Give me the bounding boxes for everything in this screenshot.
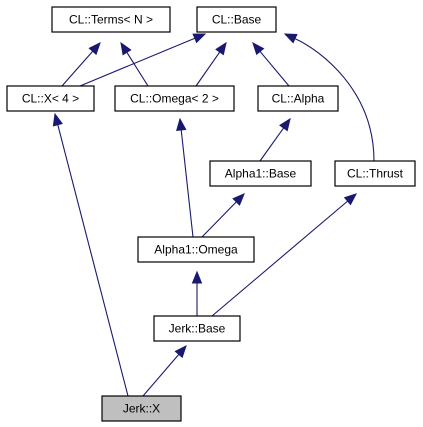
class-box xyxy=(51,6,171,33)
class-label: Jerk::X xyxy=(123,402,160,416)
class-node-cl-x4[interactable]: CL::X< 4 > xyxy=(6,85,95,112)
class-label: CL::Alpha xyxy=(272,92,325,106)
inheritance-edge-jerk_x-to-jerk_base xyxy=(142,344,187,397)
class-label: CL::Thrust xyxy=(347,167,404,181)
edge-line xyxy=(57,124,129,397)
arrowhead-icon xyxy=(191,270,203,284)
inheritance-edge-jerk_x-to-cl_x4 xyxy=(52,112,129,397)
class-label: Alpha1::Omega xyxy=(154,243,238,257)
class-node-cl-omega2[interactable]: CL::Omega< 2 > xyxy=(114,85,235,112)
arrowhead-icon xyxy=(215,41,227,56)
edge-line xyxy=(201,201,237,238)
inheritance-edge-alpha1_omega-to-cl_omega2 xyxy=(176,117,194,238)
arrowhead-icon xyxy=(252,41,265,56)
class-label: Alpha1::Base xyxy=(225,167,297,181)
edge-line xyxy=(259,51,290,87)
inheritance-edge-cl_omega2-to-cl_terms xyxy=(120,41,149,87)
edge-line xyxy=(126,52,149,87)
inheritance-edge-cl_omega2-to-cl_base xyxy=(195,41,227,87)
edge-line xyxy=(294,38,375,162)
edge-line xyxy=(195,51,221,87)
class-label: CL::X< 4 > xyxy=(22,92,79,106)
arrowhead-icon xyxy=(343,193,358,206)
class-label: Jerk::Base xyxy=(169,322,226,336)
inheritance-edge-cl_thrust-to-cl_base xyxy=(283,33,375,162)
class-label: CL::Omega< 2 > xyxy=(130,92,219,106)
edge-line xyxy=(61,50,94,87)
edge-line xyxy=(259,127,285,162)
arrowhead-icon xyxy=(88,42,101,56)
arrowhead-icon xyxy=(52,112,63,127)
edge-line xyxy=(142,353,180,397)
inheritance-edge-cl_x4-to-cl_terms xyxy=(61,42,101,87)
class-box xyxy=(334,160,416,187)
class-box xyxy=(257,85,339,112)
edge-line xyxy=(211,200,348,317)
class-node-cl-terms[interactable]: CL::Terms< N > xyxy=(51,6,171,33)
class-label: CL::Terms< N > xyxy=(69,13,153,27)
class-box xyxy=(196,6,277,33)
class-node-jerk-x: Jerk::X xyxy=(101,395,182,422)
edge-line xyxy=(79,37,196,87)
inheritance-edge-jerk_base-to-cl_thrust xyxy=(211,193,358,317)
class-box xyxy=(137,236,255,263)
inheritance-edge-cl_x4-to-cl_base xyxy=(79,33,207,87)
arrowhead-icon xyxy=(232,193,245,206)
inheritance-edge-jerk_base-to-alpha1_omega xyxy=(191,270,203,316)
class-node-cl-alpha[interactable]: CL::Alpha xyxy=(257,85,339,112)
inheritance-edge-alpha1_base-to-cl_alpha xyxy=(259,117,291,162)
class-node-cl-thrust[interactable]: CL::Thrust xyxy=(334,160,416,187)
edge-line xyxy=(180,129,194,238)
edges-layer xyxy=(52,33,375,397)
arrowhead-icon xyxy=(279,117,291,132)
class-node-alpha1-omega[interactable]: Alpha1::Omega xyxy=(137,236,255,263)
class-node-alpha1-base[interactable]: Alpha1::Base xyxy=(209,160,312,187)
inheritance-edge-alpha1_omega-to-alpha1_base xyxy=(201,193,245,238)
class-box xyxy=(6,85,95,112)
class-node-cl-base[interactable]: CL::Base xyxy=(196,6,277,33)
arrowhead-icon xyxy=(283,33,298,44)
class-box xyxy=(114,85,235,112)
class-box xyxy=(153,315,241,342)
arrowhead-icon xyxy=(120,41,132,56)
class-box xyxy=(209,160,312,187)
arrowhead-icon xyxy=(192,33,207,44)
arrowhead-icon xyxy=(174,344,187,359)
class-label: CL::Base xyxy=(212,13,262,27)
inheritance-edge-cl_alpha-to-cl_base xyxy=(252,41,290,87)
arrowhead-icon xyxy=(176,117,187,132)
class-box xyxy=(101,395,182,422)
class-node-jerk-base[interactable]: Jerk::Base xyxy=(153,315,241,342)
